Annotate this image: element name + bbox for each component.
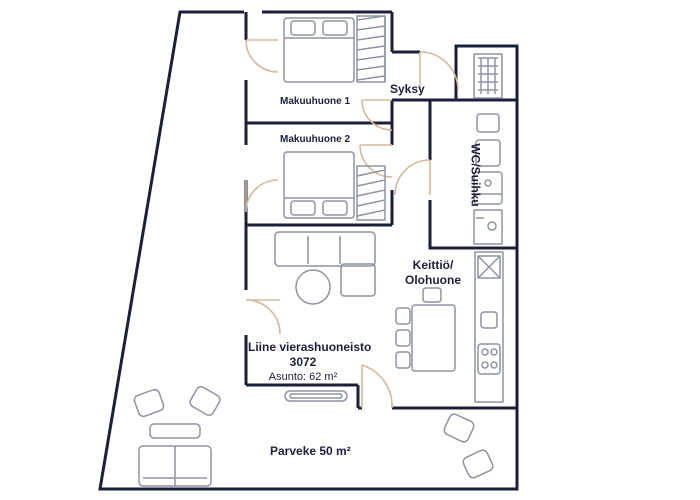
outer-wall	[98, 10, 519, 491]
room-label-kitchen-line1: Keittiö/	[412, 258, 454, 272]
room-label-bedroom2: Makuuhuone 2	[280, 134, 351, 145]
room-label-storage: Syksy	[390, 82, 425, 96]
furniture	[133, 15, 504, 487]
room-label-balcony: Parveke 50 m²	[270, 444, 351, 458]
door-living[interactable]	[245, 299, 281, 335]
door-bedroom2-right[interactable]	[359, 144, 393, 178]
door-storage[interactable]	[419, 51, 459, 91]
door-bedroom2-left[interactable]	[245, 179, 279, 213]
dining-table	[395, 287, 456, 372]
bed-bedroom1	[283, 15, 386, 83]
bathroom-fixtures	[473, 113, 503, 245]
wardrobe-storage	[473, 53, 503, 99]
room-label-kitchen-line2: Olohuone	[405, 273, 461, 287]
room-label-bedroom1: Makuuhuone 1	[280, 96, 351, 107]
bench-living	[284, 390, 348, 402]
apartment-label: Liine vierashuoneisto 3072 Asunto: 62 m²	[248, 340, 372, 385]
bed-bedroom2	[283, 151, 386, 221]
door-balcony[interactable]	[361, 364, 393, 409]
door-bedroom1-right[interactable]	[361, 99, 393, 131]
room-label-kitchen: Keittiö/ Olohuone	[397, 258, 469, 288]
apartment-number: 3072	[289, 355, 317, 369]
kitchen-counter	[474, 251, 504, 403]
apartment-name: Liine vierashuoneisto	[248, 340, 372, 354]
door-bedroom1[interactable]	[245, 39, 279, 73]
room-label-bathroom: WC/Suihku	[468, 143, 483, 207]
balcony-furniture	[133, 386, 494, 487]
apartment-area: Asunto: 62 m²	[268, 371, 338, 383]
door-bathroom[interactable]	[394, 159, 431, 196]
sofa-living	[274, 231, 376, 305]
doors	[245, 39, 459, 409]
